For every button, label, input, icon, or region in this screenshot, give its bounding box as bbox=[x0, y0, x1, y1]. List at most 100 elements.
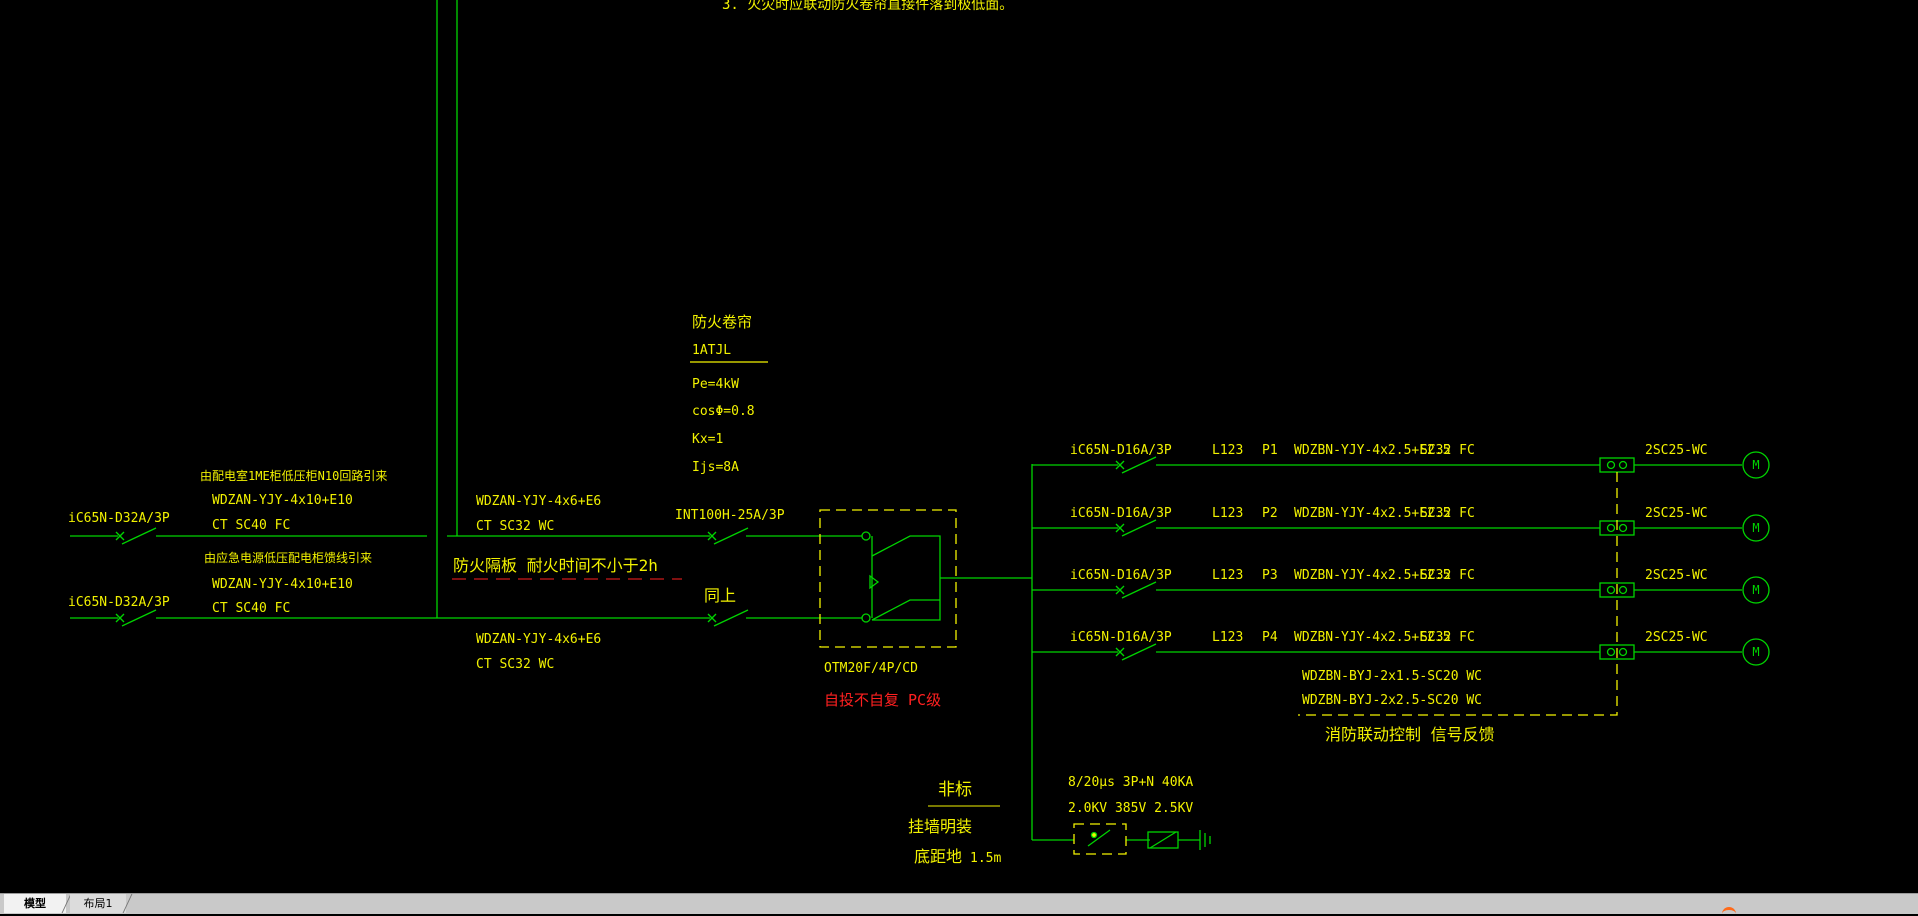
incoming-2-breaker bbox=[115, 609, 157, 627]
varistor-slash bbox=[1149, 831, 1177, 849]
incoming-1-breaker bbox=[115, 527, 157, 545]
motor-circle bbox=[1742, 638, 1770, 666]
breaker-x bbox=[707, 531, 717, 541]
incoming-1-conduit: CT SC40 FC bbox=[212, 518, 290, 533]
ats-note: 自投不自复 PC级 bbox=[824, 691, 941, 709]
incoming-1-cable: WDZAN-YJY-4x10+E10 bbox=[212, 493, 353, 508]
outgoing-2-end-label: 2SC25-WC bbox=[1645, 506, 1708, 521]
breaker-x bbox=[1115, 523, 1125, 533]
outgoing-2-phase: L123 bbox=[1212, 506, 1243, 521]
ats-input-switch-top bbox=[707, 527, 749, 545]
outgoing-1-cable: WDZBN-YJY-4x2.5+E2.5 bbox=[1294, 443, 1451, 458]
breaker-blade bbox=[1121, 643, 1157, 661]
mid-conduit-top: CT SC32 WC bbox=[476, 519, 554, 534]
terminal-box bbox=[1599, 457, 1635, 473]
motor-3-label: M bbox=[1752, 583, 1759, 597]
spd-dashed-box bbox=[1073, 823, 1127, 855]
terminal-contact bbox=[1618, 585, 1628, 595]
motor-circle bbox=[1742, 514, 1770, 542]
spd-spec-1: 8/20μs 3P+N 40KA bbox=[1068, 775, 1193, 790]
outgoing-3-conduit: SC32 FC bbox=[1420, 568, 1475, 583]
terminal-contact bbox=[1618, 647, 1628, 657]
control-dashed-line bbox=[1298, 472, 1618, 716]
outgoing-4-conduit: SC32 FC bbox=[1420, 630, 1475, 645]
outgoing-3-end-label: 2SC25-WC bbox=[1645, 568, 1708, 583]
ats-dashed-box bbox=[819, 509, 957, 648]
terminal-contact bbox=[1606, 460, 1616, 470]
control-cable-1: WDZBN-BYJ-2x1.5-SC20 WC bbox=[1302, 669, 1482, 684]
incoming-2-breaker-label: iC65N-D32A/3P bbox=[68, 595, 170, 610]
incoming-1-breaker-label: iC65N-D32A/3P bbox=[68, 511, 170, 526]
incoming-1-source: 由配电室1ME柜低压柜N10回路引来 bbox=[200, 468, 387, 483]
incoming-2-conduit: CT SC40 FC bbox=[212, 601, 290, 616]
install-line1: 挂墙明装 bbox=[908, 817, 972, 836]
outgoing-1-breaker-label: iC65N-D16A/3P bbox=[1070, 443, 1172, 458]
main-switch-label: INT100H-25A/3P bbox=[675, 508, 785, 523]
orange-corner-marker bbox=[1722, 907, 1736, 916]
incoming-2-source: 由应急电源低压配电柜馈线引来 bbox=[204, 550, 372, 565]
outgoing-4-phase: L123 bbox=[1212, 630, 1243, 645]
outgoing-3-breaker bbox=[1115, 581, 1157, 599]
breaker-blade bbox=[1121, 519, 1157, 537]
panel-cos: cosΦ=0.8 bbox=[692, 404, 755, 419]
ats-model: OTM20F/4P/CD bbox=[824, 661, 918, 676]
top-note: 3. 火灾时应联动防火卷帘直接件落到极低面。 bbox=[722, 0, 1013, 13]
outgoing-2-cable: WDZBN-YJY-4x2.5+E2.5 bbox=[1294, 506, 1451, 521]
breaker-x bbox=[1115, 585, 1125, 595]
terminal-contact bbox=[1618, 460, 1628, 470]
breaker-x bbox=[1115, 647, 1125, 657]
outgoing-3-cable: WDZBN-YJY-4x2.5+E2.5 bbox=[1294, 568, 1451, 583]
outgoing-2-conduit: SC32 FC bbox=[1420, 506, 1475, 521]
outgoing-1-end-label: 2SC25-WC bbox=[1645, 443, 1708, 458]
tab-layout1[interactable]: 布局1 bbox=[70, 894, 126, 913]
motor-2-label: M bbox=[1752, 521, 1759, 535]
panel-ijs: Ijs=8A bbox=[692, 460, 739, 475]
terminal-contact bbox=[1618, 523, 1628, 533]
outgoing-4-breaker-label: iC65N-D16A/3P bbox=[1070, 630, 1172, 645]
outgoing-1-breaker bbox=[1115, 456, 1157, 474]
install-height: 1.5m bbox=[970, 851, 1001, 866]
ats-contact bbox=[861, 613, 871, 623]
ats-triangle bbox=[869, 574, 880, 590]
breaker-x bbox=[707, 613, 717, 623]
tab-model[interactable]: 模型 bbox=[4, 894, 66, 913]
ats-blade-top bbox=[871, 599, 940, 621]
cad-drawing-canvas[interactable]: 3. 火灾时应联动防火卷帘直接件落到极低面。防火卷帘1ATJLPe=4kWcos… bbox=[0, 0, 1918, 893]
motor-circle bbox=[1742, 451, 1770, 479]
install-line2: 底距地 bbox=[914, 847, 962, 866]
outgoing-4-cable: WDZBN-YJY-4x2.5+E2.5 bbox=[1294, 630, 1451, 645]
terminal-contact bbox=[1606, 523, 1616, 533]
breaker-blade bbox=[121, 527, 157, 545]
outgoing-2-breaker bbox=[1115, 519, 1157, 537]
breaker-blade bbox=[713, 609, 749, 627]
outgoing-4-breaker bbox=[1115, 643, 1157, 661]
outgoing-2-breaker-label: iC65N-D16A/3P bbox=[1070, 506, 1172, 521]
control-note: 消防联动控制 信号反馈 bbox=[1325, 725, 1495, 744]
same-as-above-label: 同上 bbox=[704, 586, 736, 605]
outgoing-3-breaker-label: iC65N-D16A/3P bbox=[1070, 568, 1172, 583]
motor-circle bbox=[1742, 576, 1770, 604]
outgoing-3-circuit: P3 bbox=[1262, 568, 1278, 583]
incoming-2-cable: WDZAN-YJY-4x10+E10 bbox=[212, 577, 353, 592]
breaker-blade bbox=[121, 609, 157, 627]
panel-code: 1ATJL bbox=[692, 343, 731, 358]
mid-cable-bottom: WDZAN-YJY-4x6+E6 bbox=[476, 632, 601, 647]
mid-cable-top: WDZAN-YJY-4x6+E6 bbox=[476, 494, 601, 509]
outgoing-1-phase: L123 bbox=[1212, 443, 1243, 458]
install-title: 非标 bbox=[938, 780, 972, 800]
spd-spec-2: 2.0KV 385V 2.5KV bbox=[1068, 801, 1193, 816]
outgoing-1-conduit: SC32 FC bbox=[1420, 443, 1475, 458]
breaker-blade bbox=[1121, 581, 1157, 599]
motor-4-label: M bbox=[1752, 645, 1759, 659]
outgoing-1-circuit: P1 bbox=[1262, 443, 1278, 458]
panel-pe: Pe=4kW bbox=[692, 377, 739, 392]
terminal-contact bbox=[1606, 585, 1616, 595]
terminal-contact bbox=[1606, 647, 1616, 657]
firewall-note: 防火隔板 耐火时间不小于2h bbox=[453, 556, 658, 575]
control-cable-2: WDZBN-BYJ-2x2.5-SC20 WC bbox=[1302, 693, 1482, 708]
ats-contact bbox=[861, 531, 871, 541]
breaker-blade bbox=[1121, 456, 1157, 474]
panel-kx: Kx=1 bbox=[692, 432, 723, 447]
breaker-x bbox=[115, 531, 125, 541]
ats-frame bbox=[871, 535, 941, 621]
